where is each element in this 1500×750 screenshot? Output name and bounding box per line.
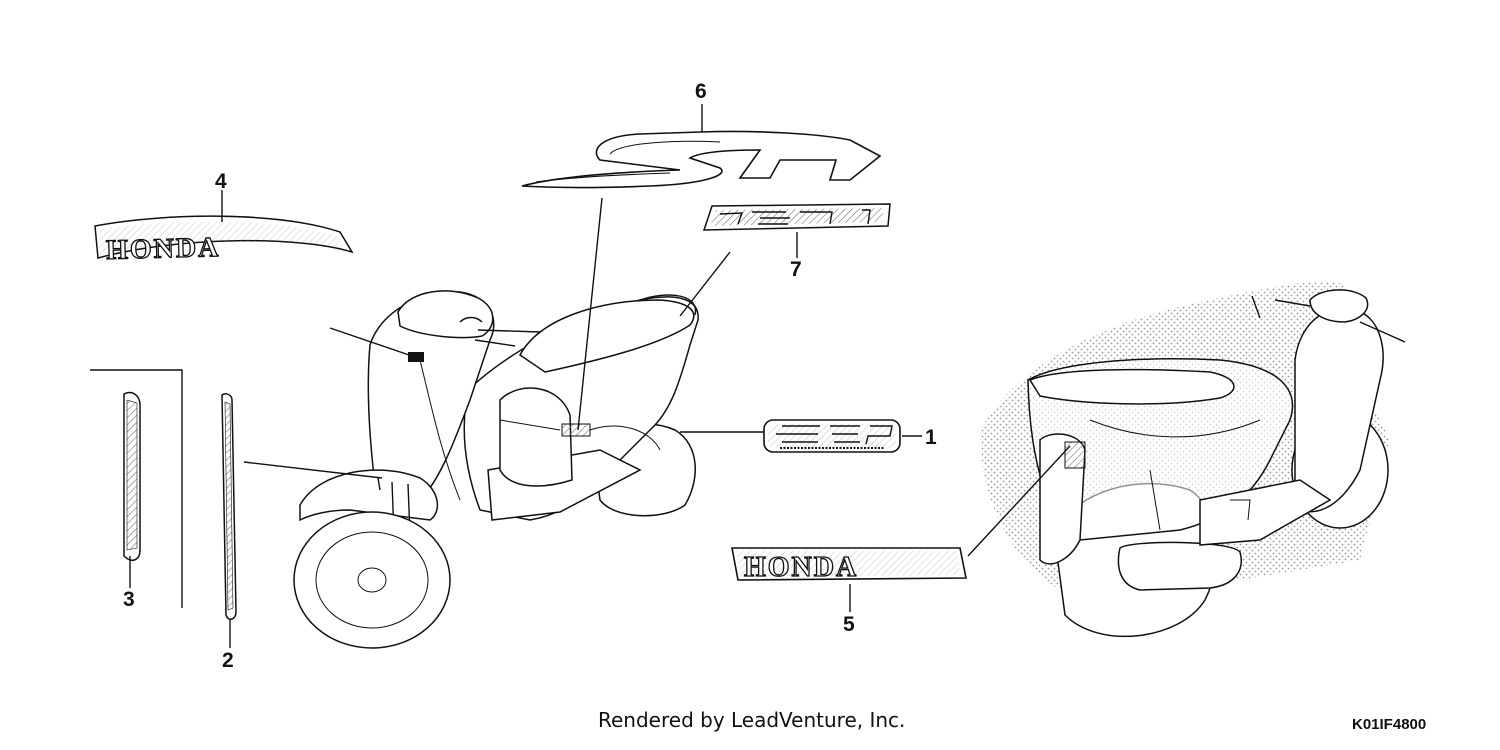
callout-2: 2	[222, 649, 234, 672]
leader-lines	[129, 104, 1071, 648]
scooter-left-view	[293, 290, 699, 649]
emblem-part-4-honda-arched[interactable]	[94, 215, 354, 259]
callout-6: 6	[695, 80, 707, 103]
decal-part-2[interactable]	[221, 393, 237, 620]
decal-part-3[interactable]	[90, 369, 183, 608]
decal-part-7-150i[interactable]	[702, 203, 891, 231]
honda-straight-text: HONDA	[744, 552, 858, 583]
badge-part-1-esp[interactable]	[763, 419, 901, 453]
callout-3: 3	[123, 588, 135, 611]
decal-part-6-sh-logo[interactable]	[521, 130, 882, 189]
callout-4: 4	[215, 170, 227, 193]
callout-5: 5	[843, 613, 855, 636]
diagram-code: K01IF4800	[1352, 716, 1427, 733]
honda-arched-text: HONDA	[106, 232, 221, 266]
scooter-right-view	[980, 281, 1406, 638]
render-credit: Rendered by LeadVenture, Inc.	[598, 708, 906, 732]
emblem-part-5-honda-straight[interactable]	[731, 547, 967, 581]
callout-7: 7	[790, 258, 802, 281]
callout-1: 1	[925, 426, 937, 449]
